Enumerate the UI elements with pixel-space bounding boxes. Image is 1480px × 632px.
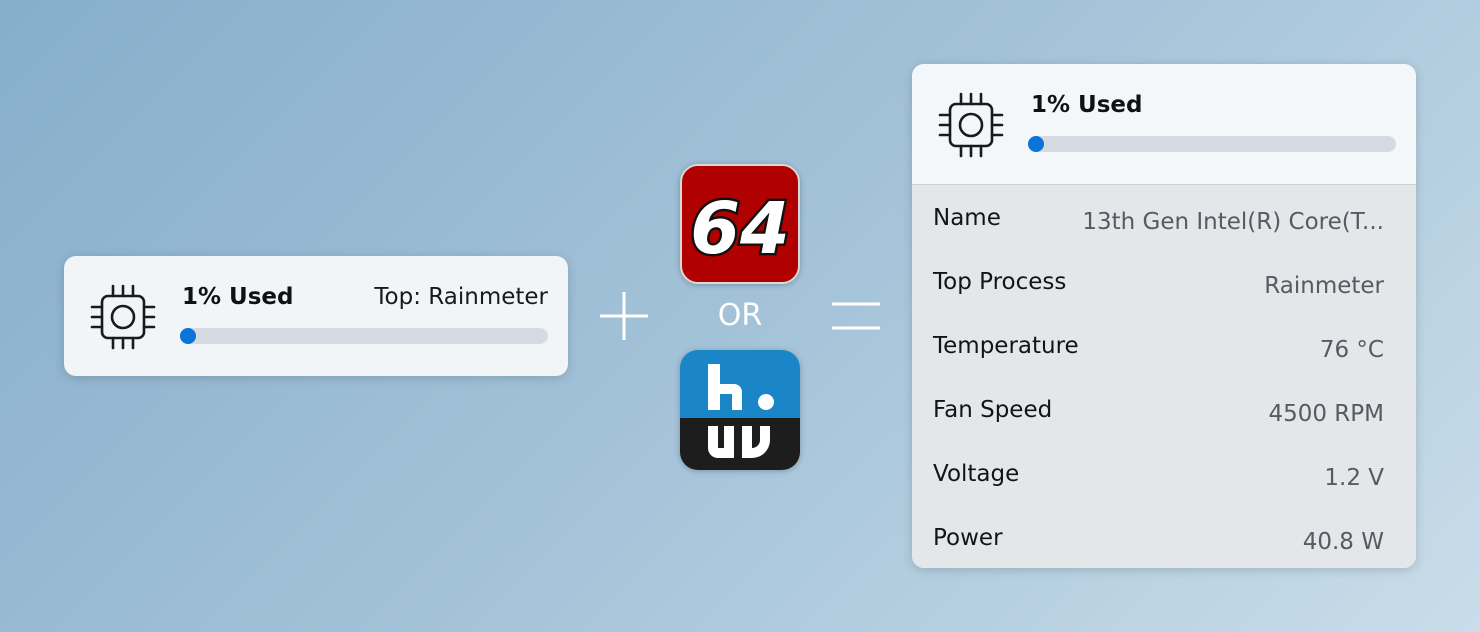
cpu-chip-icon bbox=[936, 90, 1006, 160]
top-process-label: Top: Rainmeter bbox=[374, 284, 548, 310]
equals-sign bbox=[832, 302, 880, 330]
detail-row-temperature: Temperature 76 °C bbox=[912, 333, 1416, 397]
large-cpu-widget: 1% Used Name 13th Gen Intel(R) Core(T...… bbox=[912, 64, 1416, 568]
detail-value: 1.2 V bbox=[1324, 465, 1384, 491]
detail-row-voltage: Voltage 1.2 V bbox=[912, 461, 1416, 525]
usage-progress-fill bbox=[180, 328, 196, 344]
detail-value: 4500 RPM bbox=[1268, 401, 1384, 427]
detail-row-fan-speed: Fan Speed 4500 RPM bbox=[912, 397, 1416, 461]
aida64-logo-text: 64 bbox=[690, 187, 790, 270]
detail-label: Name bbox=[933, 205, 1001, 231]
usage-progress-bar bbox=[180, 328, 548, 344]
detail-value: 76 °C bbox=[1319, 337, 1384, 363]
cpu-chip-icon bbox=[88, 282, 158, 352]
detail-row-name: Name 13th Gen Intel(R) Core(T... bbox=[912, 205, 1416, 269]
usage-progress-fill bbox=[1028, 136, 1044, 152]
widget-header: 1% Used bbox=[912, 64, 1416, 185]
detail-label: Temperature bbox=[933, 333, 1079, 359]
small-cpu-widget: 1% Used Top: Rainmeter bbox=[64, 256, 568, 376]
detail-row-top-process: Top Process Rainmeter bbox=[912, 269, 1416, 333]
detail-label: Voltage bbox=[933, 461, 1020, 487]
aida64-app-icon: 64 bbox=[680, 164, 800, 284]
detail-label: Top Process bbox=[933, 269, 1067, 295]
detail-label: Power bbox=[933, 525, 1003, 551]
usage-label: 1% Used bbox=[1031, 92, 1143, 118]
detail-value: 13th Gen Intel(R) Core(T... bbox=[1082, 209, 1384, 235]
usage-progress-bar bbox=[1028, 136, 1396, 152]
detail-value: Rainmeter bbox=[1264, 273, 1384, 299]
details-panel: Name 13th Gen Intel(R) Core(T... Top Pro… bbox=[912, 185, 1416, 568]
usage-label: 1% Used bbox=[182, 284, 294, 310]
hwinfo-app-icon bbox=[680, 350, 800, 470]
plus-sign bbox=[600, 292, 648, 340]
detail-label: Fan Speed bbox=[933, 397, 1053, 423]
or-label: OR bbox=[717, 298, 763, 333]
detail-value: 40.8 W bbox=[1302, 529, 1384, 555]
detail-row-power: Power 40.8 W bbox=[912, 525, 1416, 568]
